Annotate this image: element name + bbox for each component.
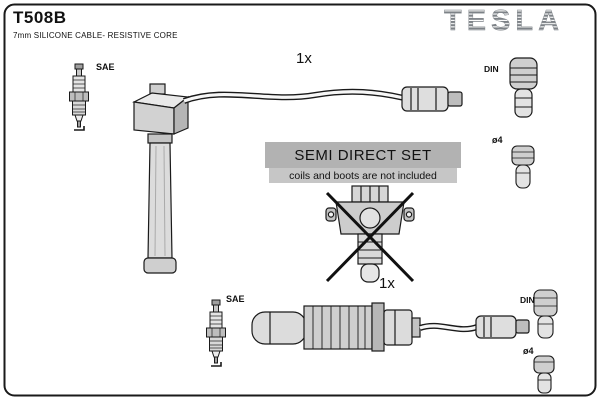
semi-direct-set-banner: SEMI DIRECT SET [265,142,461,168]
cable-spec-subtitle: 7mm SILICONE CABLE- RESISTIVE CORE [13,31,178,40]
sae-label-top: SAE [96,62,115,72]
spark-plug-bottom-icon [206,299,226,367]
sae-label-bottom: SAE [226,294,245,304]
brand-logo-text: TESLA [444,5,564,35]
cross-out-x-icon [325,191,415,283]
cable-terminal-top-icon [401,86,463,112]
dia4-connector-top-icon [511,145,535,189]
quantity-label-bottom: 1x [379,275,395,292]
brand-logo: TESLA [442,5,590,40]
din-connector-top-icon [509,57,538,118]
din-label-top: DIN [484,64,499,74]
banner-note: coils and boots are not included [269,168,457,183]
quantity-label-top: 1x [296,50,312,67]
part-number: T508B [13,8,67,27]
cable-boot-assembly-bottom [251,302,421,352]
ignition-cable-bottom [419,322,479,333]
coil-not-included-icon [325,185,415,283]
page-border [3,3,597,397]
coil-boot-icon [132,83,190,274]
din-label-bottom: DIN [520,295,535,305]
cable-terminal-bottom-icon [475,315,530,339]
ignition-cable-top [182,88,405,104]
diameter-label-bottom: ø4 [523,346,534,356]
diameter-label-top: ø4 [492,135,503,145]
dia4-connector-bottom-icon [533,355,555,394]
spark-plug-top-icon [69,63,89,131]
din-connector-bottom-icon [533,289,558,339]
